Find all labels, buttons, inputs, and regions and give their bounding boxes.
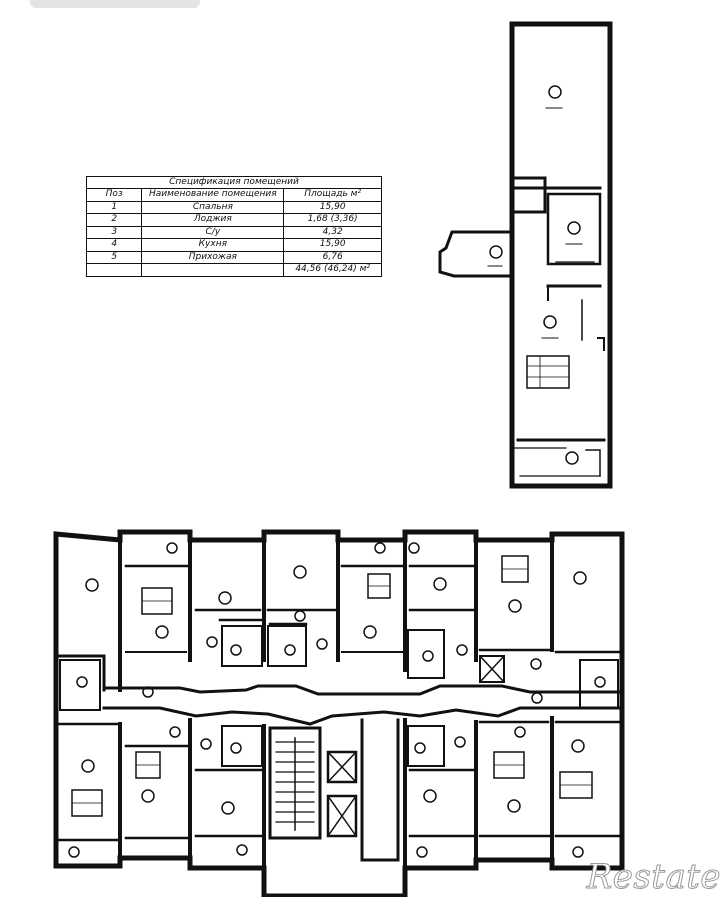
header-position: Поз [85, 188, 143, 202]
table-row: 5 Прихожая 6,76 [85, 250, 382, 265]
total-empty-cell [85, 263, 143, 277]
row-area: 4,32 [283, 225, 382, 240]
header-area: Площадь м² [283, 188, 382, 202]
apartment-plan [438, 21, 613, 489]
spec-table-title: Спецификация помещений [86, 176, 382, 189]
row-area: 15,90 [283, 200, 382, 215]
top-edge-fragment [30, 0, 200, 8]
row-area: 1,68 (3,36) [283, 213, 382, 227]
table-row: 4 Кухня 15,90 [85, 238, 382, 252]
row-room-name: Кухня [141, 238, 285, 252]
total-empty-cell [141, 263, 285, 277]
floor-plan [53, 529, 625, 897]
restate-watermark-logo: Restate [586, 857, 721, 897]
row-position: 2 [85, 213, 143, 227]
total-row: 44,56 (46,24) м² [85, 263, 382, 277]
total-area: 44,56 (46,24) м² [283, 263, 382, 277]
header-room-name: Наименование помещения [141, 188, 285, 202]
table-row: 2 Лоджия 1,68 (3,36) [85, 213, 382, 227]
room-specification-table: Спецификация помещений Поз Наименование … [85, 176, 382, 277]
table-row: 3 С/у 4,32 [85, 225, 382, 240]
spec-table-header-row: Поз Наименование помещения Площадь м² [85, 188, 382, 202]
row-position: 4 [85, 238, 143, 252]
row-position: 1 [85, 200, 143, 215]
row-position: 3 [85, 225, 143, 240]
row-room-name: Лоджия [141, 213, 285, 227]
row-room-name: Прихожая [141, 250, 285, 265]
row-position: 5 [85, 250, 143, 265]
table-row: 1 Спальня 15,90 [85, 200, 382, 215]
row-room-name: Спальня [141, 200, 285, 215]
row-room-name: С/у [141, 225, 285, 240]
row-area: 15,90 [283, 238, 382, 252]
row-area: 6,76 [283, 250, 382, 265]
